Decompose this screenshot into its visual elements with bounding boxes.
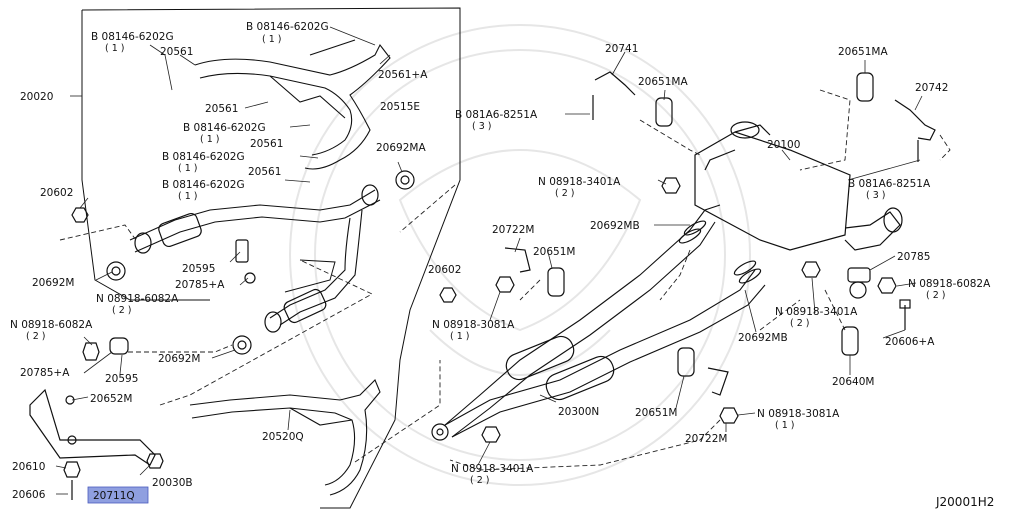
part-20520q-pipe [189, 379, 381, 496]
label-20651ma-b: 20651MA [838, 46, 888, 58]
label-20561-d: 20561 [248, 166, 281, 178]
label-20020: 20020 [20, 91, 53, 103]
part-20515e-pipe [194, 39, 391, 170]
dashed-guides [59, 89, 951, 471]
label-bolt-c: B 08146-6202G [183, 122, 266, 134]
gaskets [106, 170, 449, 441]
reference-code: J20001H2 [935, 495, 994, 509]
label-20520q: 20520Q [262, 431, 304, 443]
label-bolt-e-qty: ( 1 ) [178, 191, 198, 202]
front-pipe-frame [81, 7, 461, 509]
label-20561-c: 20561 [250, 138, 283, 150]
label-20652m: 20652M [90, 393, 132, 405]
label-20606: 20606 [12, 489, 46, 501]
label-nut-e: N 08918-3081A [432, 319, 515, 331]
highlight-20711q[interactable] [87, 486, 149, 504]
part-labels: 20020 B 08146-6202G ( 1 ) 20561 B 08146-… [10, 21, 994, 509]
label-20030b: 20030B [152, 477, 193, 489]
label-20300n: 20300N [558, 406, 599, 418]
label-20610: 20610 [12, 461, 45, 473]
label-20692m-a: 20692M [32, 277, 74, 289]
hardware [71, 95, 919, 443]
label-20651m-b: 20651M [635, 407, 677, 419]
label-bolt-c-qty: ( 1 ) [200, 134, 220, 145]
label-20785-plus-a-b: 20785+A [20, 367, 70, 379]
label-20606-plus-a: 20606+A [885, 336, 935, 348]
label-20561-plus-a: 20561+A [378, 69, 428, 81]
label-nut-f-qty: ( 2 ) [790, 318, 810, 329]
leader-lines [55, 26, 923, 495]
label-nut-a: N 08918-6082A [96, 293, 179, 305]
label-bolt-d-qty: ( 1 ) [178, 163, 198, 174]
label-20741: 20741 [605, 43, 638, 55]
label-nut-h-qty: ( 2 ) [470, 475, 490, 486]
label-nut-h: N 08918-3401A [451, 463, 534, 475]
label-20742: 20742 [915, 82, 948, 94]
label-bolt-g: B 081A6-8251A [848, 178, 931, 190]
label-bolt-f-qty: ( 3 ) [472, 121, 492, 132]
label-20692ma-a: 20692MA [376, 142, 426, 154]
label-20785: 20785 [897, 251, 930, 263]
part-20100-muffler [694, 121, 903, 251]
label-nut-c: N 08918-3401A [538, 176, 621, 188]
label-nut-b-qty: ( 2 ) [26, 331, 46, 342]
label-20711q[interactable]: 20711Q [93, 490, 135, 502]
label-20785-plus-a-a: 20785+A [175, 279, 225, 291]
label-bolt-e: B 08146-6202G [162, 179, 245, 191]
watermark-emblem [289, 24, 751, 486]
label-bolt-f: B 081A6-8251A [455, 109, 538, 121]
front-pipe-cat-section [129, 184, 381, 333]
label-bolt-a-qty: ( 1 ) [105, 43, 125, 54]
label-20651m-a: 20651M [533, 246, 575, 258]
label-20595-a: 20595 [182, 263, 215, 275]
label-20692mb-a: 20692MB [590, 220, 640, 232]
label-nut-e-qty: ( 1 ) [450, 331, 470, 342]
hangers [504, 71, 936, 396]
part-20711q-bracket [29, 388, 164, 500]
label-nut-g: N 08918-3081A [757, 408, 840, 420]
label-20640m: 20640M [832, 376, 874, 388]
label-bolt-b: B 08146-6202G [246, 21, 329, 33]
label-20561-a: 20561 [160, 46, 193, 58]
label-20602-b: 20602 [428, 264, 461, 276]
label-nut-c-qty: ( 2 ) [555, 188, 575, 199]
label-20651ma-a: 20651MA [638, 76, 688, 88]
label-bolt-a: B 08146-6202G [91, 31, 174, 43]
label-bolt-b-qty: ( 1 ) [262, 34, 282, 45]
label-20692mb-b: 20692MB [738, 332, 788, 344]
label-bolt-d: B 08146-6202G [162, 151, 245, 163]
label-20722m-b: 20722M [685, 433, 727, 445]
label-bolt-g-qty: ( 3 ) [866, 190, 886, 201]
label-nut-d: N 08918-6082A [908, 278, 991, 290]
label-nut-a-qty: ( 2 ) [112, 305, 132, 316]
label-20692m-b: 20692M [158, 353, 200, 365]
label-nut-g-qty: ( 1 ) [775, 420, 795, 431]
label-nut-f: N 08918-3401A [775, 306, 858, 318]
label-20100: 20100 [767, 139, 800, 151]
part-20300n-center-pipe [444, 204, 766, 438]
label-20722m-a: 20722M [492, 224, 534, 236]
label-nut-b: N 08918-6082A [10, 319, 93, 331]
label-20515e: 20515E [380, 101, 420, 113]
label-20595-b: 20595 [105, 373, 138, 385]
label-20602-a: 20602 [40, 187, 73, 199]
label-20561-b: 20561 [205, 103, 238, 115]
label-nut-d-qty: ( 2 ) [926, 290, 946, 301]
